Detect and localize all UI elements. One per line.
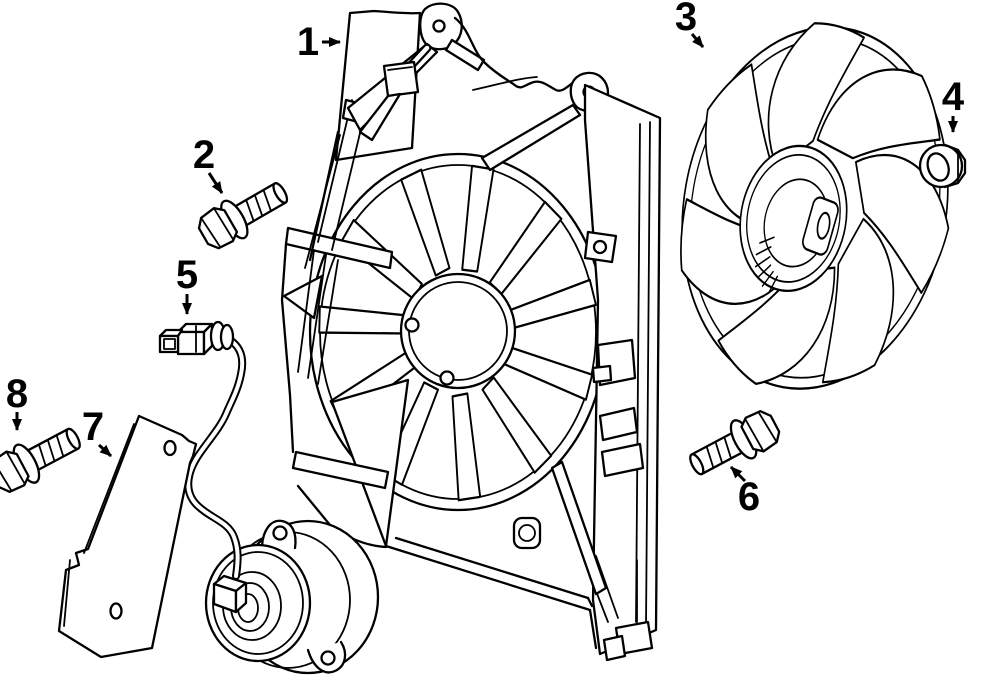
callout-6: 6 <box>729 465 760 519</box>
mounting-bracket-drawing <box>57 414 198 659</box>
wire-connector-drawing <box>158 320 235 356</box>
fan-shroud-drawing <box>280 2 662 662</box>
bolt-6-drawing <box>681 403 786 487</box>
callout-2-arrow <box>207 172 224 194</box>
callout-4-label: 4 <box>942 75 965 119</box>
callout-8-label: 8 <box>6 372 28 416</box>
fan-blade-drawing <box>657 0 958 411</box>
callout-3: 3 <box>675 0 705 48</box>
callout-3-label: 3 <box>675 0 697 39</box>
bolt-2-drawing <box>192 171 296 257</box>
shroud-right-panel <box>583 83 662 662</box>
motor-connector-block <box>212 574 248 614</box>
callout-7-arrow <box>97 443 113 458</box>
motor-harness-wire <box>184 336 247 580</box>
callout-6-arrow <box>729 465 747 483</box>
fan-hub <box>739 144 848 295</box>
callout-7-label: 7 <box>82 405 104 449</box>
shroud-top-arm <box>346 2 486 142</box>
callout-7: 7 <box>82 405 113 458</box>
callout-2: 2 <box>193 133 224 194</box>
bolt-8-drawing <box>0 416 89 500</box>
callout-1: 1 <box>297 20 341 64</box>
callout-5: 5 <box>176 253 198 315</box>
callout-6-label: 6 <box>738 475 760 519</box>
callout-4: 4 <box>942 75 965 133</box>
callout-8: 8 <box>6 372 28 431</box>
callout-5-label: 5 <box>176 253 198 297</box>
callout-2-label: 2 <box>193 133 215 177</box>
callout-3-arrow <box>690 33 705 48</box>
fan-motor-drawing <box>158 320 380 675</box>
fan-nut-drawing <box>918 143 967 189</box>
shroud-motor-mount <box>399 272 517 390</box>
callout-1-label: 1 <box>297 20 319 64</box>
